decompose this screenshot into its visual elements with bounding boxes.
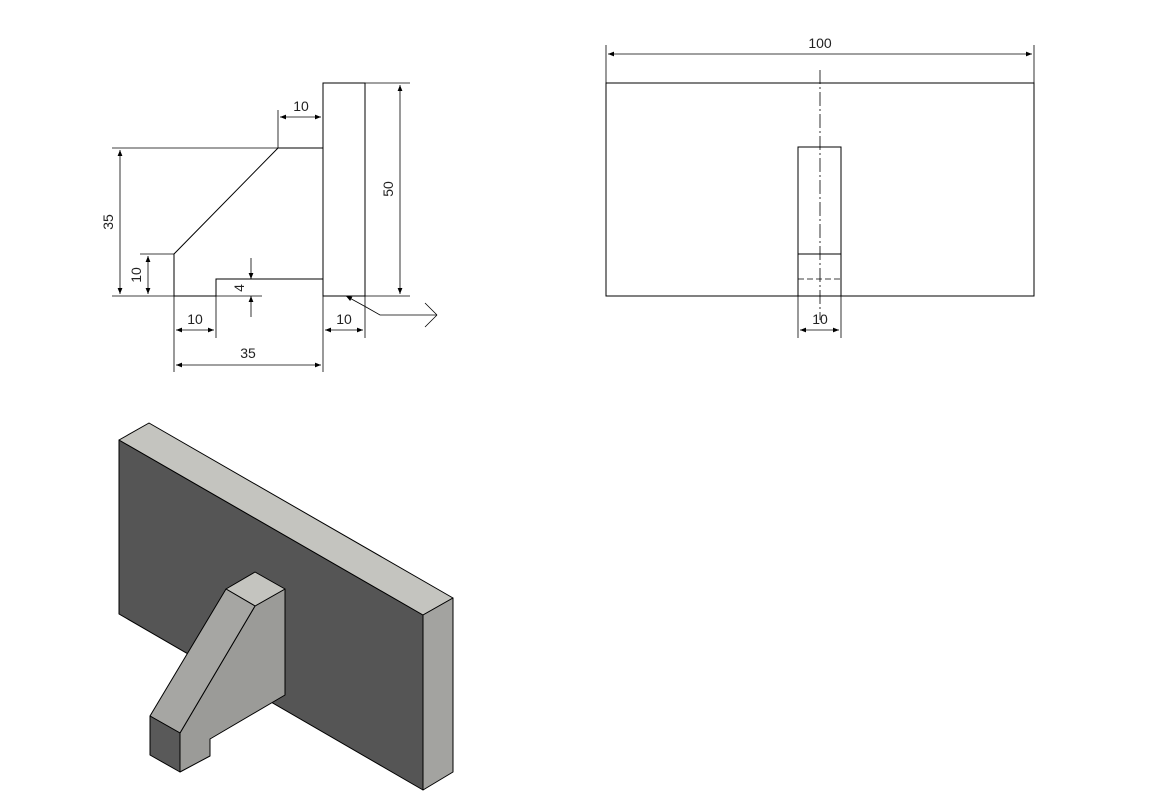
iso-plate-side-face (422, 597, 454, 791)
front-plate-outline (322, 82, 366, 297)
dim-front-step-4: 4 (231, 284, 247, 292)
dim-top-slot-10: 10 (812, 311, 828, 327)
isometric-view (118, 422, 454, 791)
dim-front-bottom-10-right: 10 (336, 311, 352, 327)
front-view: 10 35 10 50 4 10 10 35 (100, 82, 438, 372)
dim-front-height-50: 50 (380, 181, 396, 197)
dim-top-width-100: 100 (808, 35, 832, 51)
dim-front-bottom-10-left: 10 (187, 311, 203, 327)
front-rib-outline (173, 147, 323, 297)
dim-front-height-35: 35 (100, 214, 116, 230)
top-rib-outline (797, 146, 842, 297)
iso-rib-end-face (149, 715, 181, 773)
dim-front-height-10: 10 (128, 267, 144, 283)
dim-front-top-10: 10 (293, 98, 309, 114)
dim-front-bottom-35: 35 (240, 345, 256, 361)
top-view: 100 10 (605, 35, 1035, 338)
